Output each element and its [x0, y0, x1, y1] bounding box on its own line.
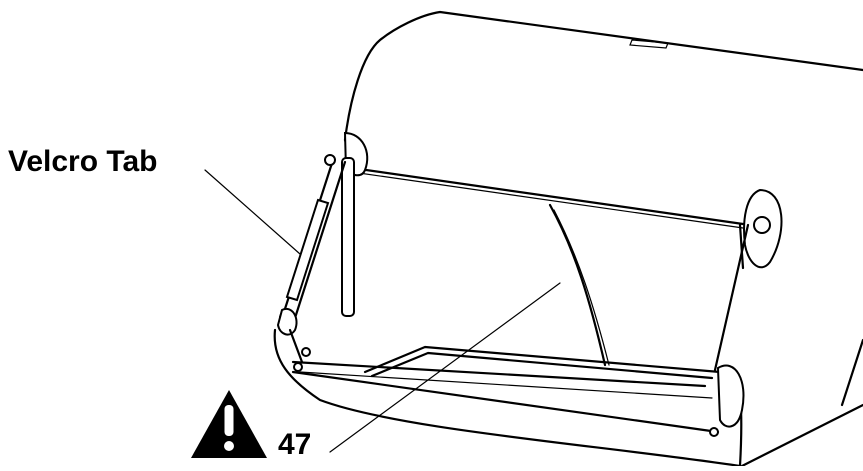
cover-outline	[343, 10, 863, 142]
velcro-tab-label: Velcro Tab	[8, 145, 158, 178]
warning-triangle-icon	[191, 390, 267, 458]
front-rail-top	[291, 360, 707, 388]
front-left-bolt	[293, 362, 303, 372]
tray-right-edge	[740, 403, 863, 468]
left-strut-upper-b	[293, 160, 347, 320]
tray-right-disc	[716, 364, 745, 428]
velcro-tab-leader	[204, 169, 301, 255]
bottom-frame-back	[363, 345, 722, 374]
tray-outer	[273, 328, 742, 468]
cover-slot	[629, 39, 669, 49]
front-rail-bottom	[291, 370, 720, 434]
left-strut-lower	[285, 198, 330, 302]
right-body-edge	[840, 338, 863, 407]
left-clip	[301, 347, 311, 357]
left-lower-link	[288, 328, 304, 364]
left-lower-hinge	[276, 307, 298, 336]
front-rail-inner	[299, 371, 713, 399]
left-strut-pin	[324, 154, 336, 166]
right-strut	[713, 223, 750, 372]
bag-panel-curve	[548, 203, 607, 367]
front-right-bolt	[709, 427, 719, 437]
part-47-leader	[329, 282, 561, 453]
right-hinge-hub	[753, 216, 771, 234]
part-number-label: 47	[278, 428, 312, 461]
left-support-rod	[341, 157, 355, 317]
bag-panel-curve-inner	[553, 209, 610, 366]
top-crossbar-inner	[351, 171, 751, 230]
top-crossbar	[350, 166, 752, 227]
right-strut-b	[738, 223, 745, 270]
